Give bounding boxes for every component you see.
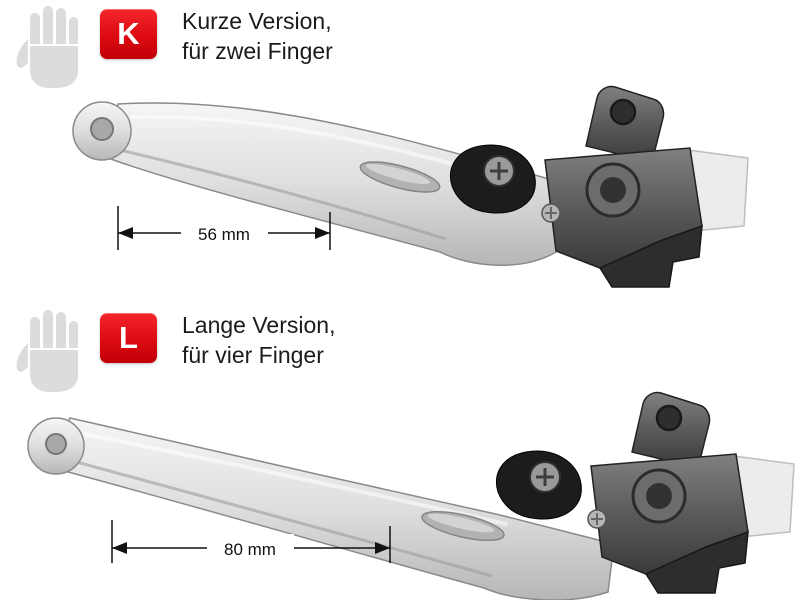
pivot-hole: [600, 177, 626, 203]
tip-hole: [45, 433, 67, 455]
hand-icon: [15, 4, 80, 90]
dimension-label: 80 mm: [224, 540, 276, 559]
blade-shadow-edge: [61, 456, 493, 578]
dimension-label-box: [207, 534, 294, 562]
lever-blade: [107, 102, 561, 266]
bracket-lower-jaw: [644, 530, 749, 594]
hand-palm: [28, 44, 80, 90]
blade-slot-highlight: [366, 163, 430, 185]
adjuster-screw-slots: [536, 468, 554, 486]
short-version-title: Kurze Version, für zwei Finger: [182, 6, 333, 66]
mount-hole: [655, 404, 683, 432]
version-badge-l: L: [100, 313, 157, 363]
blade-shadow-edge: [119, 148, 447, 241]
version-badge-k: K: [100, 9, 157, 59]
version-title-line1: Kurze Version,: [182, 8, 332, 34]
adjuster-screw-slots: [490, 162, 508, 180]
short-lever-illustration: 56 mm: [72, 85, 749, 288]
bracket-assembly: [496, 391, 795, 594]
blade-slot-highlight: [427, 513, 495, 533]
dimension-arrowhead-right: [375, 542, 390, 554]
pivot-screw-slots: [545, 207, 557, 219]
dimension-arrowhead-left: [112, 542, 127, 554]
blade-highlight: [82, 432, 508, 526]
tip-hole: [90, 117, 114, 141]
long-lever-illustration: 80 mm: [27, 391, 795, 600]
mount-hole: [609, 98, 637, 126]
version-title-line1: Lange Version,: [182, 312, 336, 338]
long-version-title: Lange Version, für vier Finger: [182, 310, 335, 370]
pivot-hole: [646, 483, 672, 509]
bracket-lower-jaw: [598, 224, 703, 288]
dimension-arrowhead-left: [118, 227, 133, 239]
version-title-line2: für zwei Finger: [182, 38, 333, 64]
hand-icon: [15, 308, 80, 394]
dimension-arrowhead-right: [315, 227, 330, 239]
version-title-line2: für vier Finger: [182, 342, 324, 368]
blade-highlight: [130, 114, 470, 170]
pivot-screw-slots: [591, 513, 603, 525]
dimension-label: 56 mm: [198, 225, 250, 244]
hand-palm: [28, 348, 80, 394]
dimension-label-box: [181, 219, 268, 247]
